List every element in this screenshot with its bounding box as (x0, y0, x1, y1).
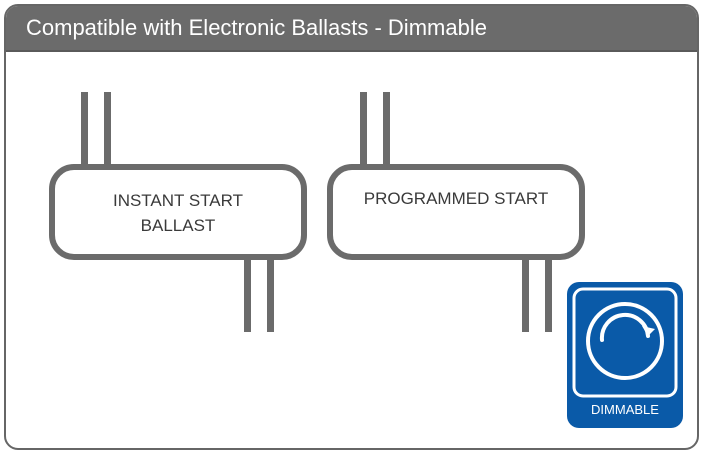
instant-start-bottom-wire-1 (244, 252, 251, 332)
dimmer-knob-icon (567, 282, 683, 428)
programmed-start-wires (360, 92, 552, 332)
instant-start-ballast-label: INSTANT START BALLAST (52, 188, 304, 238)
programmed-start-bottom-wire-2 (545, 252, 552, 332)
instant-start-ballast-box (49, 164, 307, 260)
instant-start-label-line-1: INSTANT START (112, 191, 244, 210)
dimmable-badge: DIMMABLE (567, 282, 683, 428)
programmed-start-top-wire-1 (360, 92, 367, 172)
dimmable-badge-label: DIMMABLE (591, 402, 659, 417)
programmed-start-box (327, 164, 585, 260)
programmed-start-top-wire-2 (383, 92, 390, 172)
card-title: Compatible with Electronic Ballasts - Di… (26, 15, 487, 40)
programmed-start-label-line-1: PROGRAMMED START (363, 189, 549, 208)
instant-start-bottom-wire-2 (267, 252, 274, 332)
card-header: Compatible with Electronic Ballasts - Di… (6, 6, 697, 52)
instant-start-label-line-2: BALLAST (140, 216, 216, 235)
instant-start-top-wire-1 (81, 92, 88, 172)
instant-start-top-wire-2 (104, 92, 111, 172)
programmed-start-bottom-wire-1 (522, 252, 529, 332)
instant-start-wires (81, 92, 274, 332)
programmed-start-label: PROGRAMMED START (330, 186, 582, 211)
